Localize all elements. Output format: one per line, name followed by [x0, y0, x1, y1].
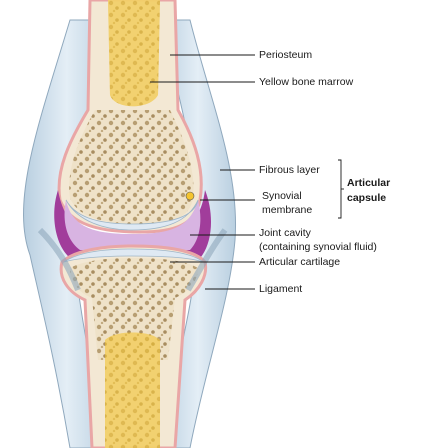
label-fibrous-layer: Fibrous layer	[259, 164, 320, 176]
leader-lines	[150, 54, 344, 290]
ligament-strand-right	[185, 228, 228, 292]
label-synovial: Synovial	[262, 190, 302, 202]
label-periosteum: Periosteum	[259, 49, 313, 61]
upper-articular-cartilage	[65, 199, 199, 231]
synovial-pointer-dot	[185, 191, 195, 201]
label-articular-cartilage: Articular cartilage	[259, 256, 341, 268]
upper-spongy-bone	[69, 110, 194, 224]
label-capsule: capsule	[347, 192, 387, 204]
joint-cavity	[64, 200, 201, 250]
upper-marrow-speckle	[108, 0, 160, 107]
label-membrane: membrane	[262, 204, 313, 216]
ligament-strand-left	[37, 227, 81, 292]
label-joint-cavity-note: (containing synovial fluid)	[259, 241, 377, 253]
label-yellow-bone-marrow: Yellow bone marrow	[259, 76, 354, 88]
label-ligament: Ligament	[259, 283, 303, 295]
lower-spongy-bone	[70, 258, 198, 360]
label-joint-cavity: Joint cavity	[259, 227, 311, 239]
lower-marrow-speckle	[105, 332, 160, 448]
label-articular: Articular	[347, 177, 391, 189]
capsule-bracket	[338, 159, 342, 219]
